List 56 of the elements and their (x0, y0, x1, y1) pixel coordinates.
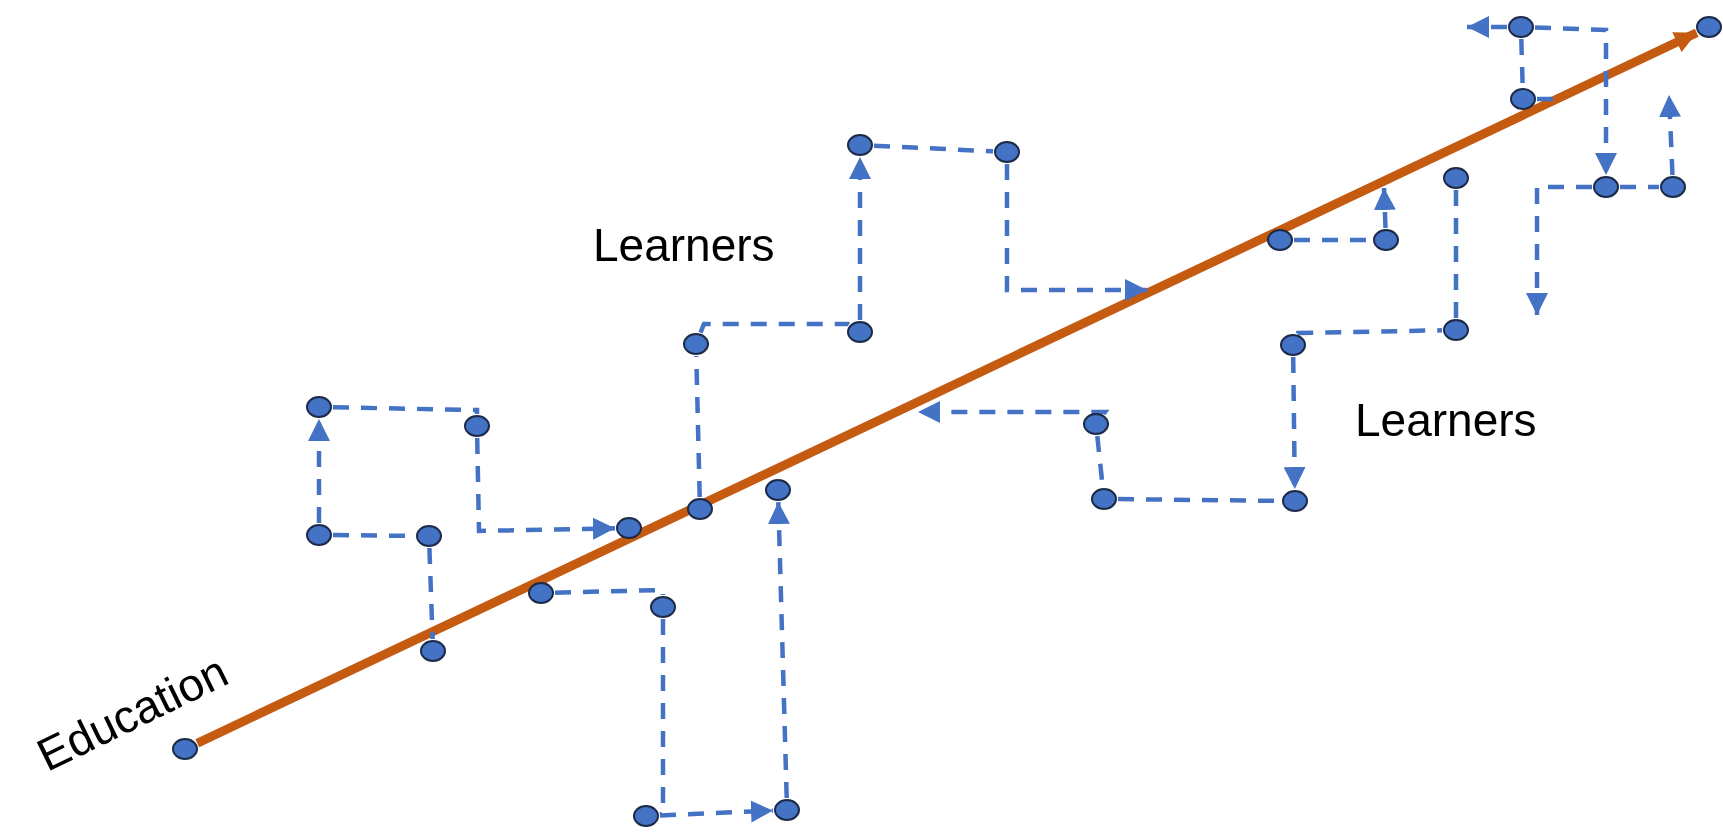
connector-line (332, 405, 480, 414)
connector-line (427, 547, 435, 640)
arrow (1004, 164, 1147, 301)
arrow (849, 157, 871, 320)
connector-line (1620, 184, 1659, 190)
dot (1593, 176, 1619, 198)
arrow (308, 419, 330, 523)
arrow (1283, 356, 1306, 490)
dot (1510, 88, 1536, 110)
dot (172, 738, 198, 760)
text-label: Learners (593, 222, 775, 268)
arrow (1467, 16, 1507, 38)
arrow (918, 401, 1110, 423)
connector-line (698, 321, 851, 334)
dot (1443, 167, 1469, 189)
text-label: Learners (1355, 397, 1537, 443)
dot (616, 517, 642, 539)
dot (847, 321, 873, 343)
dot (420, 640, 446, 662)
dot (1443, 319, 1469, 341)
arrow (1658, 94, 1681, 176)
arrow (1526, 184, 1592, 315)
dot (774, 799, 800, 821)
dot (306, 396, 332, 418)
connector-line (1453, 190, 1459, 318)
arrow (195, 28, 1699, 748)
dot (994, 141, 1020, 163)
dot (464, 415, 490, 437)
connector-line (554, 587, 666, 595)
dot (687, 498, 713, 520)
connector-line (873, 143, 994, 154)
connector-line (1295, 328, 1443, 336)
dot (1373, 229, 1399, 251)
dot (1696, 16, 1722, 38)
dot (1083, 413, 1109, 435)
dot (416, 525, 442, 547)
arrow (767, 501, 790, 799)
dot (1508, 16, 1534, 38)
arrow (474, 437, 616, 540)
dot (1091, 488, 1117, 510)
dot (847, 134, 873, 156)
dot (306, 524, 332, 546)
dot (683, 333, 709, 355)
dot (1660, 176, 1686, 198)
dot (1280, 334, 1306, 356)
arrow (659, 800, 774, 823)
connector-line (694, 355, 702, 498)
arrow (1534, 25, 1617, 175)
dot (1282, 490, 1308, 512)
dot (650, 596, 676, 618)
dot (765, 479, 791, 501)
connector-line (1537, 96, 1555, 102)
dot (1267, 229, 1293, 251)
arrow (1373, 187, 1396, 229)
dot (633, 805, 659, 827)
dot (528, 582, 554, 604)
